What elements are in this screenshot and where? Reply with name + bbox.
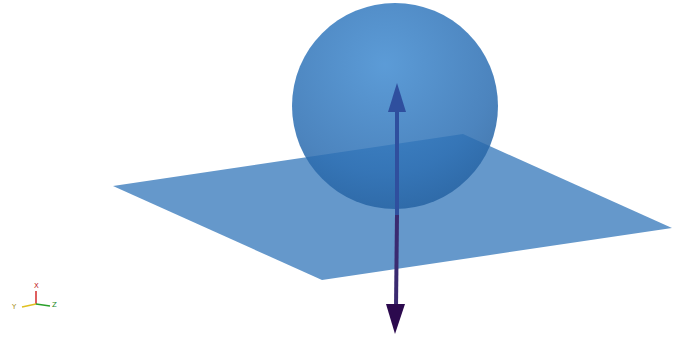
x-axis	[35, 291, 37, 304]
axis-label: Z	[52, 302, 57, 309]
axis-label: X	[34, 283, 39, 290]
upward-arrow-head	[388, 83, 406, 112]
upward-arrow-shaft	[395, 110, 399, 215]
y-axis	[22, 304, 36, 307]
z-axis	[36, 304, 50, 306]
downward-arrow-shaft	[396, 215, 397, 308]
axis-label: Y	[12, 304, 16, 311]
downward-arrow-head	[386, 304, 405, 334]
